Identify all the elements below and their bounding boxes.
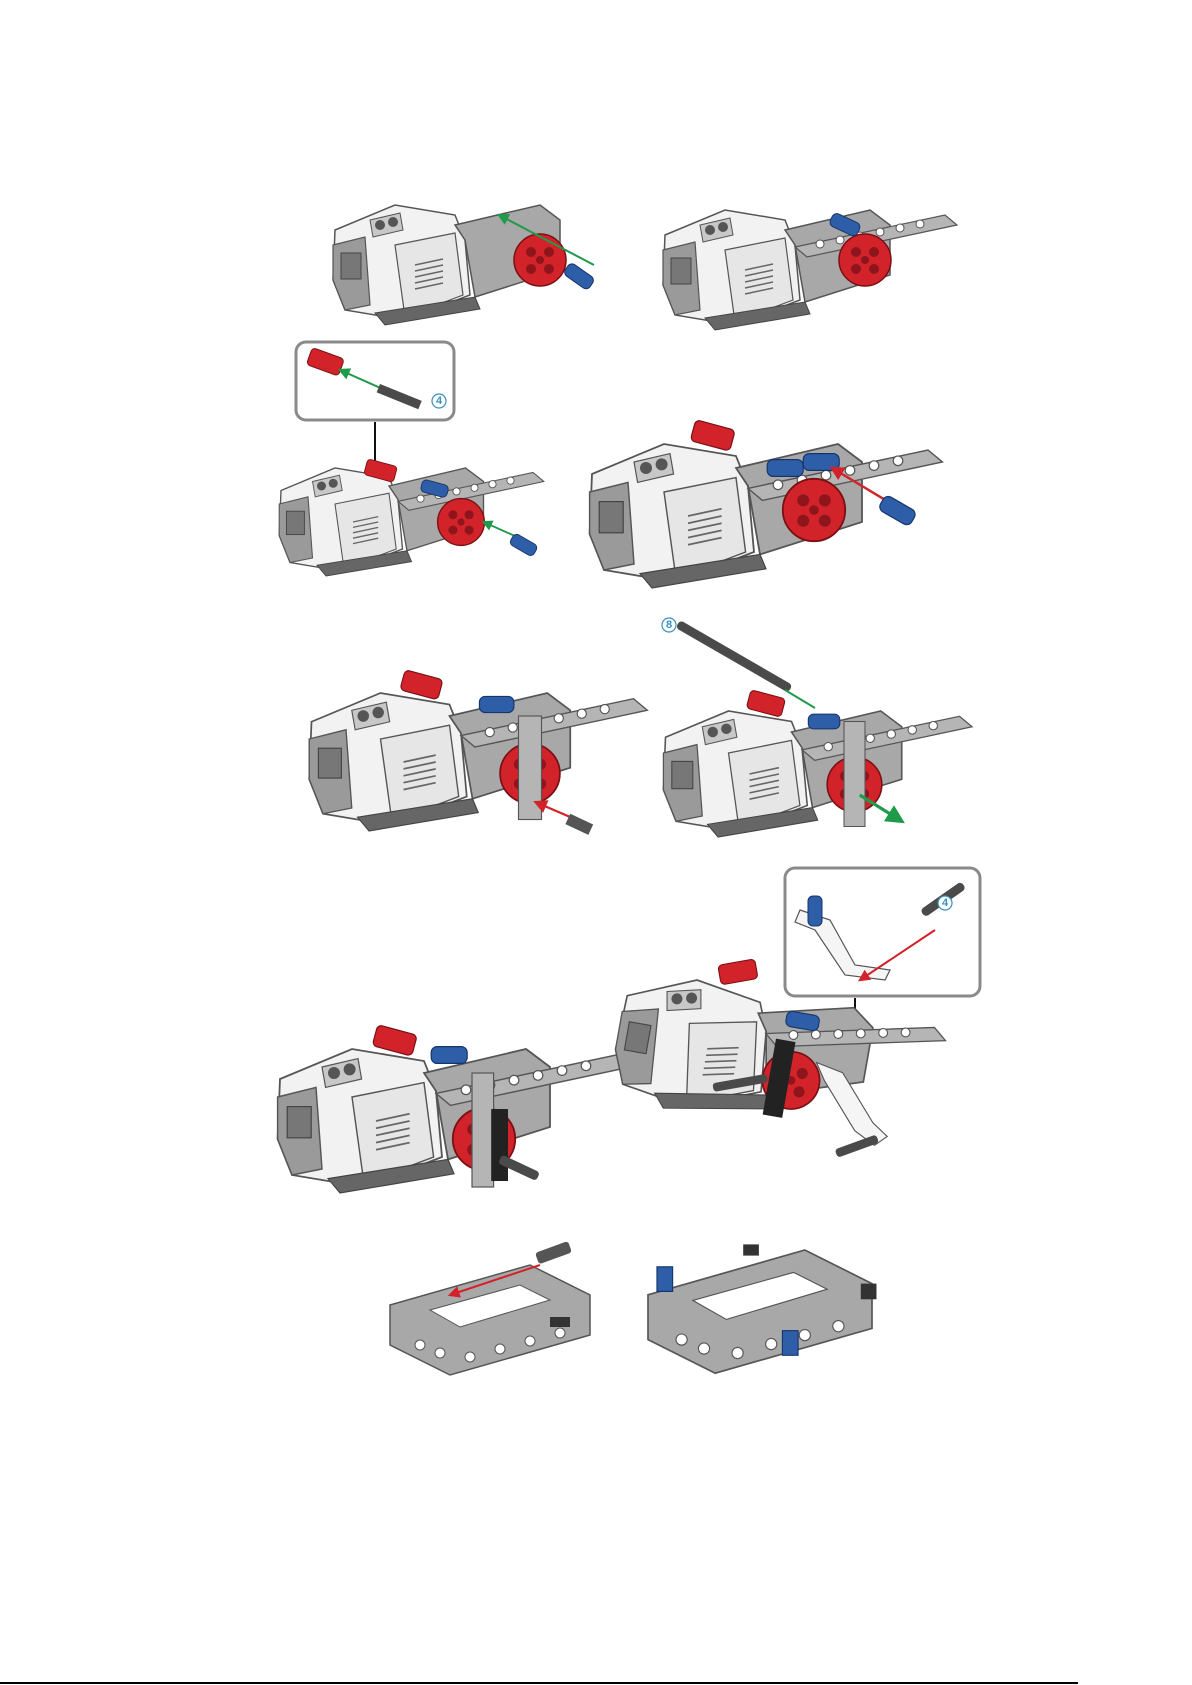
footer-divider <box>0 1682 1078 1684</box>
step-5-motor-vertical-beam <box>308 669 648 835</box>
callout-quantity: 4 <box>942 897 949 909</box>
step-1-motor-hub-pin <box>332 204 596 326</box>
step-8-motor-bent-beam <box>606 958 949 1157</box>
step-6-axle-insert <box>662 689 973 838</box>
step-9-frame-pin <box>389 1241 591 1376</box>
callout-quantity: 8 <box>666 619 672 631</box>
step-7-motor-black-beam <box>276 1024 632 1194</box>
callout-box-2: 4 <box>783 866 982 1083</box>
step-2-motor-beam <box>662 209 958 331</box>
step-3-motor-axle <box>278 458 545 577</box>
axle-with-quantity: 8 <box>661 617 816 709</box>
callout-quantity: 4 <box>436 395 443 407</box>
step-10-frame-blue-pins <box>647 1244 877 1375</box>
step-4-motor-pins <box>588 419 944 589</box>
